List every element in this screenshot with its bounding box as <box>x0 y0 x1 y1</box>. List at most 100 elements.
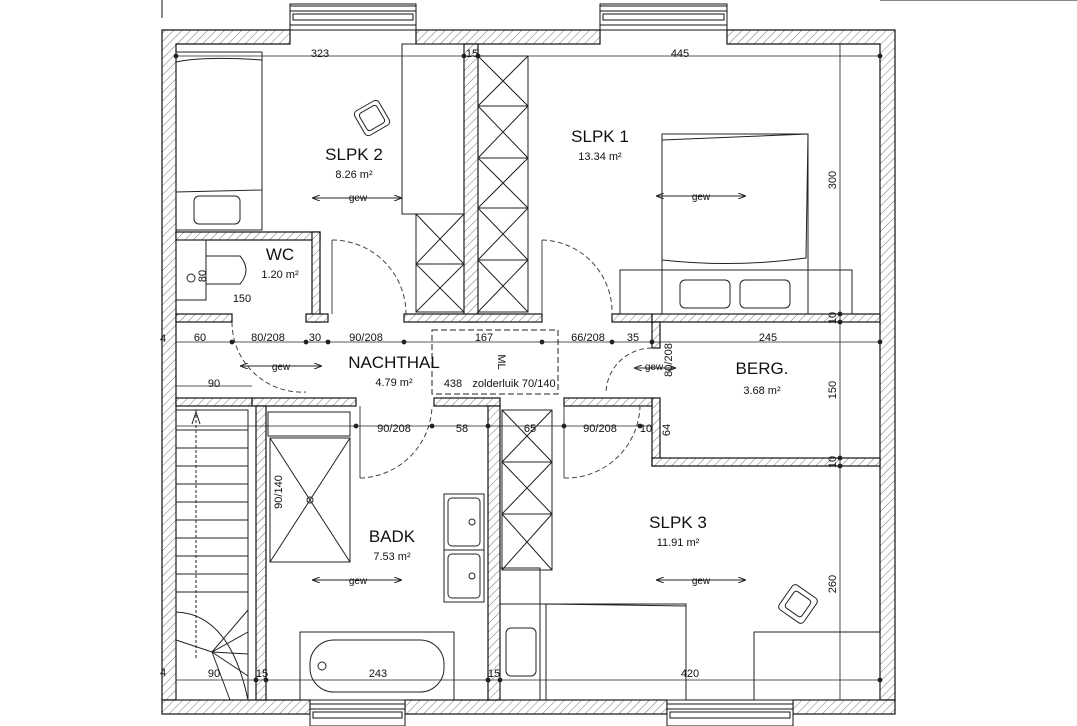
wall-wc-top <box>175 231 321 241</box>
dim-mid-58: 58 <box>456 423 468 435</box>
dimension-lines <box>173 44 883 700</box>
wall-hall-bottom-4 <box>563 397 653 407</box>
wall-berg-top <box>651 313 881 323</box>
bed-slpk1 <box>661 133 809 315</box>
wall-hall-top-4 <box>611 313 653 323</box>
shower-tray <box>269 437 351 563</box>
span-label: gew <box>349 193 368 204</box>
wall-berg-left-2 <box>651 397 661 467</box>
dim-top-323: 323 <box>311 48 329 60</box>
room-name-slpk1: SLPK 1 <box>571 127 629 146</box>
bed-slpk2-cover <box>175 57 263 193</box>
attic-hatch-label: zolderluik 70/140 <box>472 378 555 390</box>
sink-1 <box>443 493 485 551</box>
dim-mid-10: 10 <box>640 423 652 435</box>
dim-top-445: 445 <box>671 48 689 60</box>
dim-hall-60: 60 <box>194 332 206 344</box>
sink-2 <box>443 549 485 603</box>
bathtub <box>299 631 455 701</box>
dim-bot-420: 420 <box>681 668 699 680</box>
dim-right-10a: 10 <box>827 312 839 324</box>
wall-berg-bottom <box>651 457 881 467</box>
dim-hall-245: 245 <box>759 332 777 344</box>
dim-wc-150: 150 <box>233 293 251 305</box>
room-area-nachthal: 4.79 m² <box>375 377 413 389</box>
wall-bath-left <box>255 405 267 701</box>
ml-label: ML <box>495 354 507 369</box>
dim-hall-30: 30 <box>309 332 321 344</box>
dim-right-300: 300 <box>827 171 839 189</box>
dim-berg-door: 80/208 <box>663 343 675 377</box>
outer-wall-top-mid <box>415 29 601 45</box>
dim-hall-167: 167 <box>475 332 493 344</box>
staircase <box>175 409 249 701</box>
dim-bot-4: 4 <box>160 667 166 679</box>
wall-berg-left-1 <box>651 321 661 349</box>
dim-bot-243: 243 <box>369 668 387 680</box>
room-name-nachthal: NACHTHAL <box>348 353 440 372</box>
wall-hall-bottom-3 <box>433 397 501 407</box>
dim-bot-15b: 15 <box>488 668 500 680</box>
dim-mid-door1: 90/208 <box>377 423 411 435</box>
room-area-slpk3: 11.91 m² <box>657 537 700 549</box>
outer-wall-bottom-right <box>792 699 896 715</box>
room-area-wc: 1.20 m² <box>261 269 299 281</box>
pillow-slpk2 <box>193 195 241 225</box>
room-name-wc: WC <box>266 245 294 264</box>
dim-hall-door2: 90/208 <box>349 332 383 344</box>
dim-hall-4: 4 <box>160 333 166 345</box>
wall-hall-top-3 <box>403 313 543 323</box>
dim-mid-door2: 90/208 <box>583 423 617 435</box>
dim-hall-door3: 66/208 <box>571 332 605 344</box>
wardrobe-slpk3 <box>501 409 553 571</box>
chair-slpk2 <box>353 99 391 137</box>
dim-bot-90: 90 <box>208 668 220 680</box>
span-label: gew <box>272 362 291 373</box>
dim-right-260: 260 <box>827 575 839 593</box>
bed-slpk3 <box>499 603 687 701</box>
outer-wall-bottom-left <box>161 699 311 715</box>
furniture <box>175 43 881 701</box>
windows <box>289 3 794 726</box>
dim-top-15: 15 <box>466 48 478 60</box>
wall-bath-right <box>487 405 501 701</box>
wall-slpk2-slpk1 <box>463 43 479 323</box>
dim-hall-35: 35 <box>627 332 639 344</box>
room-name-slpk3: SLPK 3 <box>649 513 707 532</box>
wc-bowl <box>205 255 247 285</box>
room-area-badk: 7.53 m² <box>373 551 411 563</box>
wardrobe-slpk1 <box>477 55 529 313</box>
dim-shower: 90/140 <box>273 475 285 509</box>
dim-right-150: 150 <box>827 381 839 399</box>
wall-hall-top-1 <box>175 313 233 323</box>
outer-wall-bottom-mid <box>404 699 668 715</box>
wardrobe-slpk2 <box>415 213 465 313</box>
dim-mid-64: 64 <box>661 424 673 436</box>
wall-hall-bottom-1 <box>175 397 253 407</box>
span-label: gew <box>692 192 711 203</box>
span-label: gew <box>645 362 664 373</box>
dim-wc-80: 80 <box>197 270 209 282</box>
room-area-slpk2: 8.26 m² <box>335 169 373 181</box>
dim-bot-15: 15 <box>256 668 268 680</box>
doors <box>231 239 653 479</box>
room-name-badk: BADK <box>369 527 416 546</box>
wall-hall-top-2 <box>305 313 329 323</box>
desk-slpk3 <box>753 631 881 701</box>
dim-mid-65: 65 <box>524 423 536 435</box>
wall-hall-bottom-2 <box>251 397 357 407</box>
span-arrows <box>240 196 746 580</box>
shower-screen <box>267 411 351 437</box>
dim-hall-door1: 80/208 <box>251 332 285 344</box>
room-name-slpk2: SLPK 2 <box>325 145 383 164</box>
attic-hatch <box>431 329 559 395</box>
span-label: gew <box>349 576 368 587</box>
room-area-berg: 3.68 m² <box>743 385 781 397</box>
bed-slpk2 <box>175 51 263 231</box>
dim-hall-90: 90 <box>208 378 220 390</box>
outer-wall-left <box>161 29 291 701</box>
dim-right-10b: 10 <box>827 456 839 468</box>
wall-wc-right <box>311 231 321 323</box>
dim-hall-438: 438 <box>444 378 462 390</box>
